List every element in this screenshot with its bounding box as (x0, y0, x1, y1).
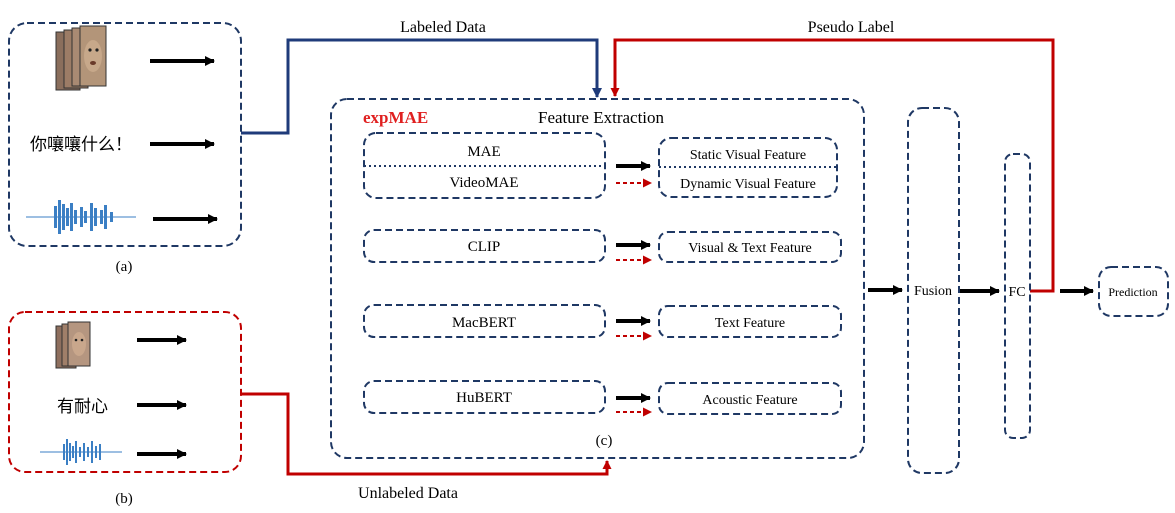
panel-b-caption: (b) (115, 491, 133, 507)
encoder-videomae-label: VideoMAE (449, 175, 518, 191)
labeled-data-line (241, 38, 602, 135)
input-b-text: 有耐心 (57, 397, 108, 417)
encoder-mae-label: MAE (467, 144, 500, 160)
fc-box (1004, 153, 1031, 439)
labeled-data-label: Labeled Data (400, 19, 486, 36)
encoder-hubert-label: HuBERT (456, 390, 512, 406)
input-a-text: 你嚷嚷什么！ (30, 134, 132, 155)
encoder-hubert-box (363, 380, 606, 414)
pseudo-label-line (610, 38, 1055, 293)
face-frames-icon (55, 25, 107, 91)
face-frames-icon-b (55, 321, 91, 369)
feature-extraction-box (330, 98, 865, 459)
fusion-label: Fusion (914, 284, 952, 299)
feature-dynamic-visual-label: Dynamic Visual Feature (680, 177, 816, 192)
encoder-macbert-box (363, 304, 606, 338)
feature-visual-text-box (658, 231, 842, 263)
feature-text-label: Text Feature (715, 316, 785, 331)
feature-visual-box (658, 137, 838, 198)
prediction-label: Prediction (1108, 285, 1157, 299)
panel-a-caption: (a) (116, 259, 133, 275)
feature-extraction-title: Feature Extraction (538, 108, 665, 127)
waveform-icon (26, 200, 136, 234)
feature-visual-text-label: Visual & Text Feature (688, 241, 812, 256)
fusion-box (907, 107, 960, 474)
encoder-macbert-label: MacBERT (452, 315, 516, 331)
prediction-box (1098, 266, 1169, 317)
feature-acoustic-label: Acoustic Feature (702, 393, 797, 408)
feature-static-visual-label: Static Visual Feature (690, 148, 806, 163)
panel-b-box (8, 311, 242, 473)
pseudo-label-label: Pseudo Label (808, 19, 895, 36)
unlabeled-data-line (241, 392, 612, 476)
feature-text-box (658, 305, 842, 338)
feature-acoustic-box (658, 382, 842, 415)
waveform-icon-b (40, 439, 122, 465)
encoder-clip-box (363, 229, 606, 263)
panel-c-caption: (c) (596, 433, 613, 449)
unlabeled-data-label: Unlabeled Data (358, 485, 458, 502)
encoder-clip-label: CLIP (468, 239, 501, 255)
expmae-brand: expMAE (363, 108, 428, 127)
fc-label: FC (1008, 285, 1025, 300)
